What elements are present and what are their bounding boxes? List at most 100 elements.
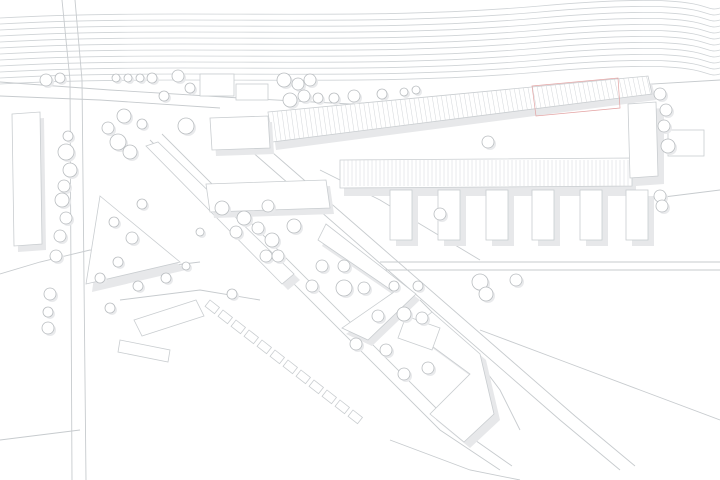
terrace-house[interactable] <box>282 359 299 375</box>
terrace-house[interactable] <box>321 389 338 405</box>
tree <box>397 367 411 381</box>
building[interactable] <box>627 101 659 179</box>
contour-line <box>0 0 720 19</box>
roof-hatch-line <box>413 98 419 124</box>
roof-hatch-line <box>491 90 496 114</box>
tree <box>312 92 324 104</box>
roof-hatch-line <box>564 83 569 105</box>
tower-block[interactable] <box>625 189 649 241</box>
building[interactable] <box>235 83 269 101</box>
building[interactable] <box>11 111 43 247</box>
roof-hatch-line <box>445 95 451 120</box>
roof-hatch-line <box>441 95 446 121</box>
tree <box>229 225 243 239</box>
roof-hatch-line <box>509 89 514 112</box>
tower-blocks[interactable] <box>389 189 654 246</box>
terrace-house[interactable] <box>256 339 273 355</box>
roof-hatch-line <box>477 92 483 116</box>
tree <box>371 309 385 323</box>
tree <box>49 249 63 263</box>
roof-hatch-line <box>368 102 373 130</box>
terrace-house[interactable] <box>243 329 260 345</box>
roof-hatch-line <box>427 96 432 122</box>
tower-block[interactable] <box>485 189 509 241</box>
terrace-house[interactable] <box>308 379 325 395</box>
tree <box>660 138 676 154</box>
roof-hatch-line <box>623 78 628 98</box>
tree <box>659 103 673 117</box>
roof-hatch-line <box>500 89 505 113</box>
roof-hatch-line <box>550 85 555 107</box>
contour-line <box>0 6 720 25</box>
tree <box>347 89 361 103</box>
tower-block[interactable] <box>531 189 555 241</box>
tree <box>146 72 158 84</box>
tree <box>357 281 371 295</box>
contour-line <box>0 48 720 67</box>
tree <box>236 210 252 226</box>
roof-hatch-line <box>322 106 327 136</box>
roof-hatch-line <box>559 84 565 106</box>
building[interactable] <box>205 179 331 213</box>
contour-line <box>0 30 720 49</box>
contour-line <box>0 36 720 55</box>
roof-hatch-line <box>518 88 524 111</box>
roof-hatch-line <box>317 107 323 136</box>
roof-hatch-line <box>541 86 546 108</box>
tower-block[interactable] <box>579 189 603 241</box>
building[interactable] <box>209 115 271 151</box>
station-shed[interactable] <box>267 75 656 150</box>
roof-hatch-line <box>404 99 410 125</box>
roof-hatch-line <box>381 101 387 128</box>
tree <box>104 302 116 314</box>
terrace-house[interactable] <box>295 369 312 385</box>
tree <box>291 77 305 91</box>
terrace-house[interactable] <box>347 409 364 425</box>
roof-hatch-line <box>609 79 615 99</box>
tree <box>101 121 115 135</box>
roof-hatch-line <box>463 93 469 118</box>
terrace-house[interactable] <box>269 349 286 365</box>
terrace-row[interactable] <box>204 299 364 425</box>
highlighted-section[interactable] <box>531 77 621 117</box>
tree <box>337 259 351 273</box>
roof-hatch-line <box>637 76 642 96</box>
tree <box>271 249 285 263</box>
roof-hatch-line <box>372 102 378 129</box>
roof-hatch-line <box>591 81 597 102</box>
shed-roof-hatch <box>267 76 651 143</box>
tree <box>421 361 435 375</box>
tree <box>376 88 388 100</box>
terrace-house[interactable] <box>230 319 247 335</box>
tower-block[interactable] <box>389 189 413 241</box>
tree <box>177 117 195 135</box>
terrace-house[interactable] <box>334 399 351 415</box>
roof-hatch-line <box>327 106 332 135</box>
roof-hatch-line <box>527 87 533 110</box>
tree <box>158 90 170 102</box>
roof-hatch-line <box>331 105 337 134</box>
contour-line <box>0 12 720 31</box>
building[interactable] <box>397 315 441 351</box>
roof-hatch-line <box>386 100 391 128</box>
building[interactable] <box>117 339 171 363</box>
roof-hatch-line <box>523 87 528 110</box>
terrace-house[interactable] <box>217 309 234 325</box>
roof-hatch-line <box>459 93 464 118</box>
roof-hatch-line <box>340 105 346 133</box>
tree <box>412 280 424 292</box>
tree <box>251 221 265 235</box>
building[interactable] <box>317 223 417 341</box>
platform-shed[interactable] <box>339 157 636 196</box>
roof-hatch-line <box>454 94 460 119</box>
building[interactable] <box>133 299 205 337</box>
terrace-house[interactable] <box>204 299 221 315</box>
roof-hatch-line <box>358 103 364 131</box>
roof-hatch-line <box>272 111 277 142</box>
tree <box>655 199 669 213</box>
roof-hatch-line <box>418 97 423 124</box>
building[interactable] <box>199 73 235 97</box>
tree <box>305 279 319 293</box>
roof-hatch-line <box>513 88 519 111</box>
